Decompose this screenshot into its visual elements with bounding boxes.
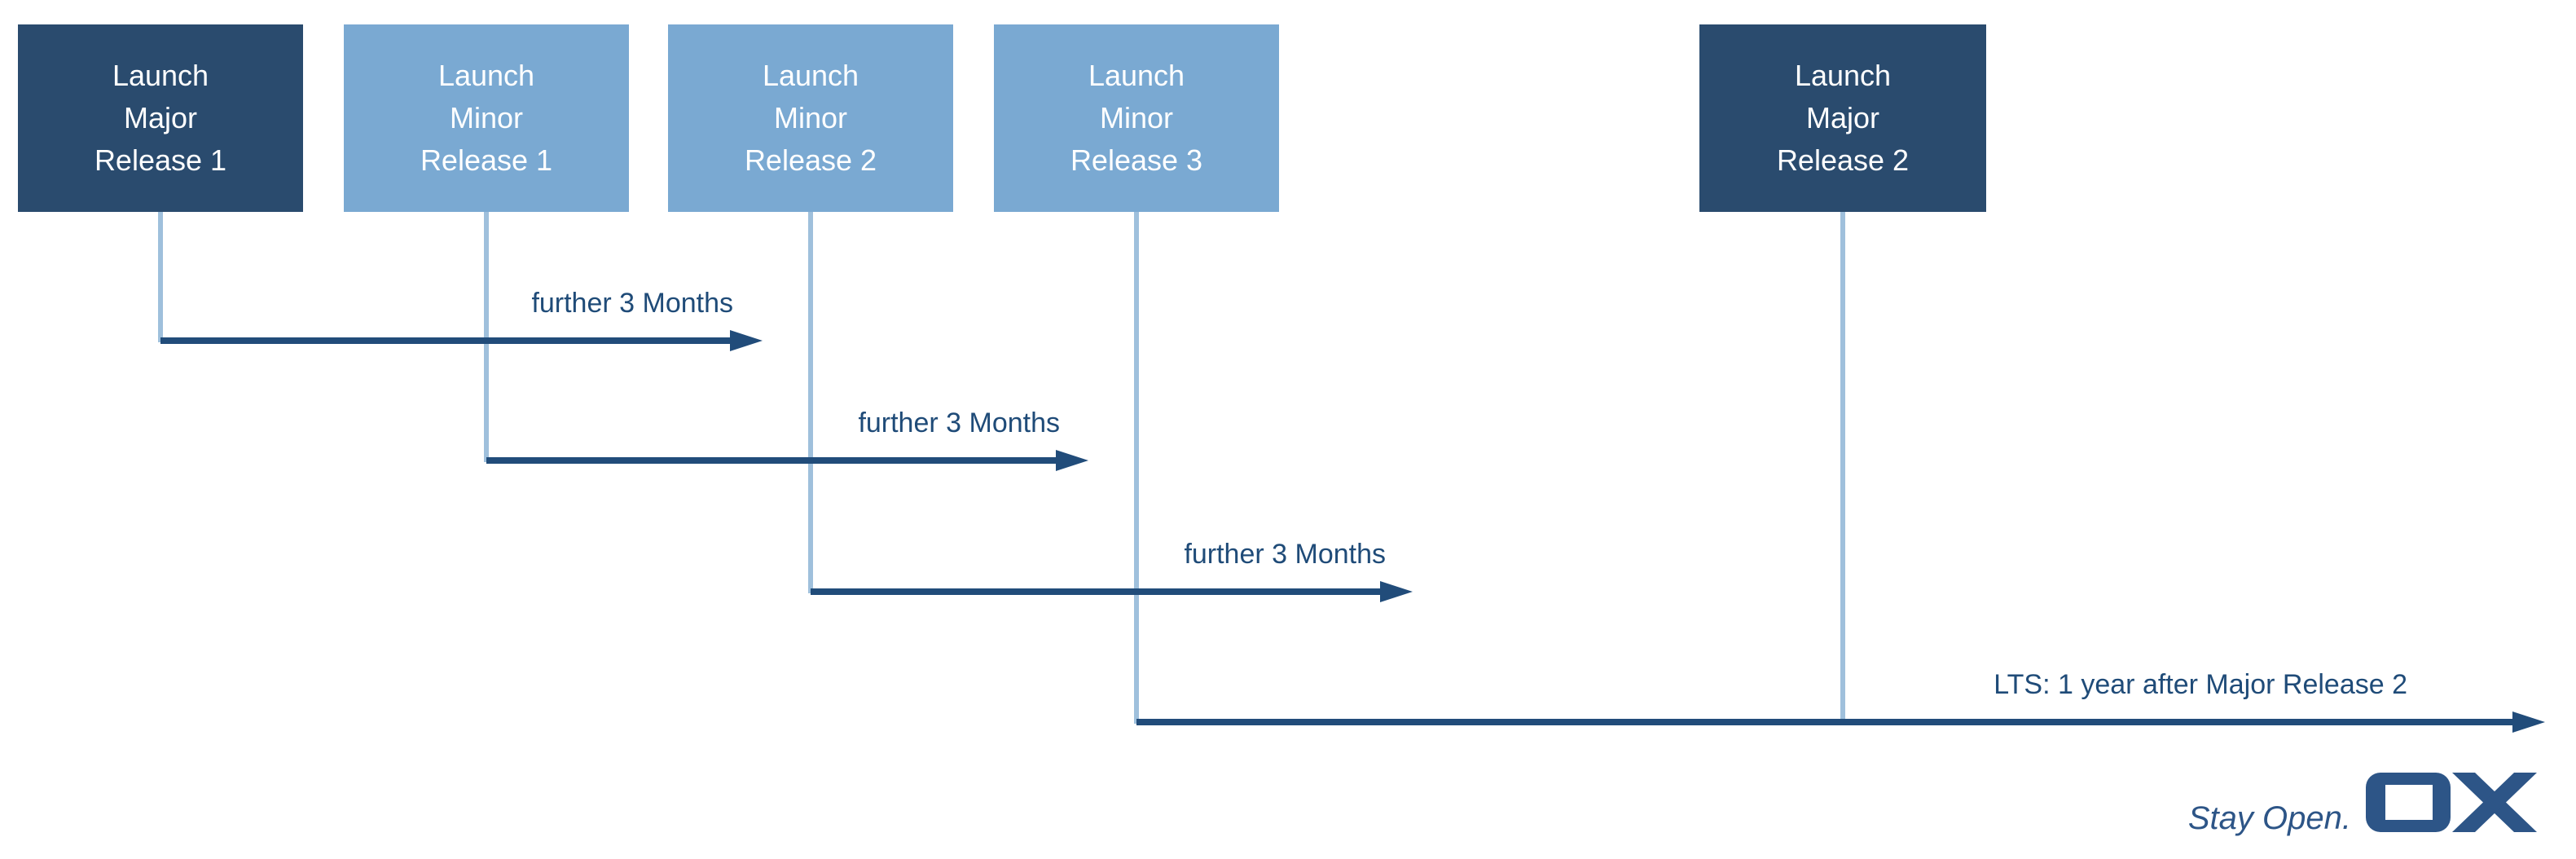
box-line: Minor xyxy=(773,101,848,134)
arrow-label-lts: LTS: 1 year after Major Release 2 xyxy=(1994,669,2407,700)
box-line: Launch xyxy=(762,59,859,92)
box-line: Launch xyxy=(1088,59,1185,92)
arrow-head-icon xyxy=(1380,581,1413,602)
connector-minor-release-2 xyxy=(808,212,813,593)
arrow-label-1: further 3 Months xyxy=(531,288,733,319)
box-line: Release 2 xyxy=(1776,143,1910,177)
box-launch-minor-release-3: Launch Minor Release 3 xyxy=(994,24,1279,212)
tagline: Stay Open. xyxy=(2187,800,2351,836)
box-line: Release 1 xyxy=(420,143,553,177)
box-line: Launch xyxy=(1794,59,1892,92)
arrow-head-icon xyxy=(2512,711,2545,733)
arrow-line-1 xyxy=(160,337,731,344)
ox-logo-icon xyxy=(2366,773,2537,832)
arrow-label-2: further 3 Months xyxy=(858,407,1060,438)
box-line: Release 3 xyxy=(1070,143,1203,177)
arrow-head-icon xyxy=(730,330,763,351)
box-line: Launch xyxy=(437,59,535,92)
connector-major-release-2 xyxy=(1840,212,1845,724)
box-line: Major xyxy=(123,101,198,134)
box-line: Launch xyxy=(112,59,209,92)
box-line: Release 2 xyxy=(744,143,877,177)
arrow-label-3: further 3 Months xyxy=(1184,539,1386,570)
arrow-line-lts xyxy=(1136,719,2513,725)
box-launch-minor-release-2: Launch Minor Release 2 xyxy=(668,24,953,212)
arrow-line-3 xyxy=(811,588,1381,595)
connector-minor-release-1 xyxy=(484,212,489,462)
connector-major-release-1 xyxy=(158,212,163,342)
box-launch-major-release-1: Launch Major Release 1 xyxy=(18,24,303,212)
box-line: Release 1 xyxy=(94,143,227,177)
arrow-line-2 xyxy=(486,457,1057,464)
box-line: Minor xyxy=(1099,101,1174,134)
box-line: Major xyxy=(1805,101,1880,134)
arrow-head-icon xyxy=(1056,450,1088,471)
box-line: Minor xyxy=(449,101,524,134)
box-launch-minor-release-1: Launch Minor Release 1 xyxy=(344,24,629,212)
box-launch-major-release-2: Launch Major Release 2 xyxy=(1699,24,1986,212)
connector-minor-release-3 xyxy=(1134,212,1139,724)
